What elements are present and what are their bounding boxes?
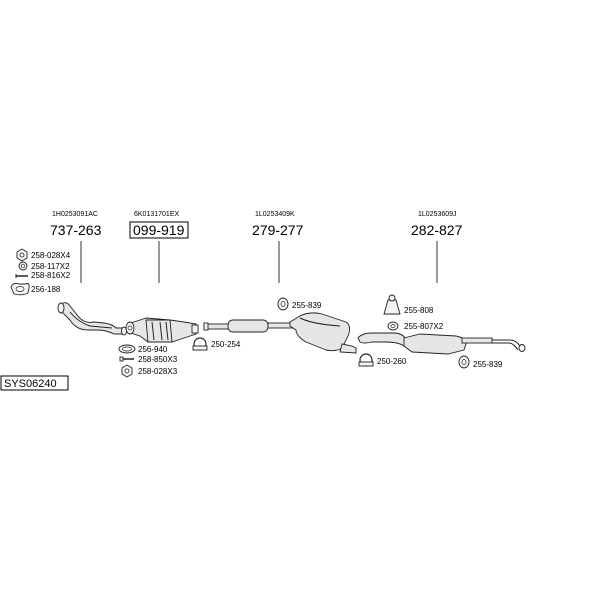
clamp-icon: [192, 337, 208, 351]
fitting-label[interactable]: 256-940: [138, 345, 168, 354]
rear-silencer-part[interactable]: [357, 332, 526, 355]
washer-icon: [18, 261, 28, 271]
clamp-icon: [358, 353, 374, 367]
oem-code-front-pipe: 1H0253091AC: [52, 211, 98, 218]
part-number-front-pipe[interactable]: 737-263: [50, 222, 102, 238]
oem-code-catalytic-converter: 6K0131701EX: [134, 211, 179, 218]
nut-icon: [121, 364, 133, 378]
part-number-catalytic-converter[interactable]: 099-919: [133, 222, 185, 238]
gasket-ring-icon: [118, 344, 136, 354]
system-code-box: [0, 375, 69, 391]
fitting-label[interactable]: 250-254: [211, 340, 241, 349]
middle-silencer-part[interactable]: [289, 312, 357, 354]
bolt-icon: [119, 356, 134, 362]
oem-code-rear-silencer: 1L0253609J: [418, 211, 457, 218]
catalytic-converter-part[interactable]: [125, 317, 199, 343]
fitting-label[interactable]: 258-816X2: [31, 271, 71, 280]
part-number-box: [129, 221, 189, 239]
gasket-icon: [10, 282, 30, 296]
fitting-label[interactable]: 258-028X3: [138, 367, 178, 376]
part-number-rear-silencer[interactable]: 282-827: [411, 222, 463, 238]
system-code: SYS06240: [4, 378, 57, 390]
rubber-ring-icon: [387, 321, 399, 331]
stud-bolt-icon: [15, 274, 28, 278]
nut-icon: [16, 248, 28, 262]
oem-code-middle-silencer: 1L0253409K: [255, 211, 295, 218]
fitting-label[interactable]: 255-807X2: [404, 322, 444, 331]
fitting-label[interactable]: 258-028X4: [31, 251, 71, 260]
part-number-middle-silencer[interactable]: 279-277: [252, 222, 304, 238]
front-pipe-part[interactable]: [57, 302, 127, 336]
rubber-hanger-icon: [458, 355, 470, 369]
hanger-bracket-icon: [383, 294, 401, 315]
rubber-hanger-icon: [277, 297, 289, 311]
fitting-label[interactable]: 256-188: [31, 285, 61, 294]
fitting-label[interactable]: 255-808: [404, 306, 434, 315]
fitting-label[interactable]: 255-839: [473, 360, 503, 369]
fitting-label[interactable]: 258-117X2: [31, 262, 70, 271]
fitting-label[interactable]: 255-839: [292, 301, 322, 310]
fitting-label[interactable]: 250-260: [377, 357, 407, 366]
fitting-label[interactable]: 258-850X3: [138, 355, 178, 364]
intermediate-pipe-part[interactable]: [203, 319, 295, 333]
